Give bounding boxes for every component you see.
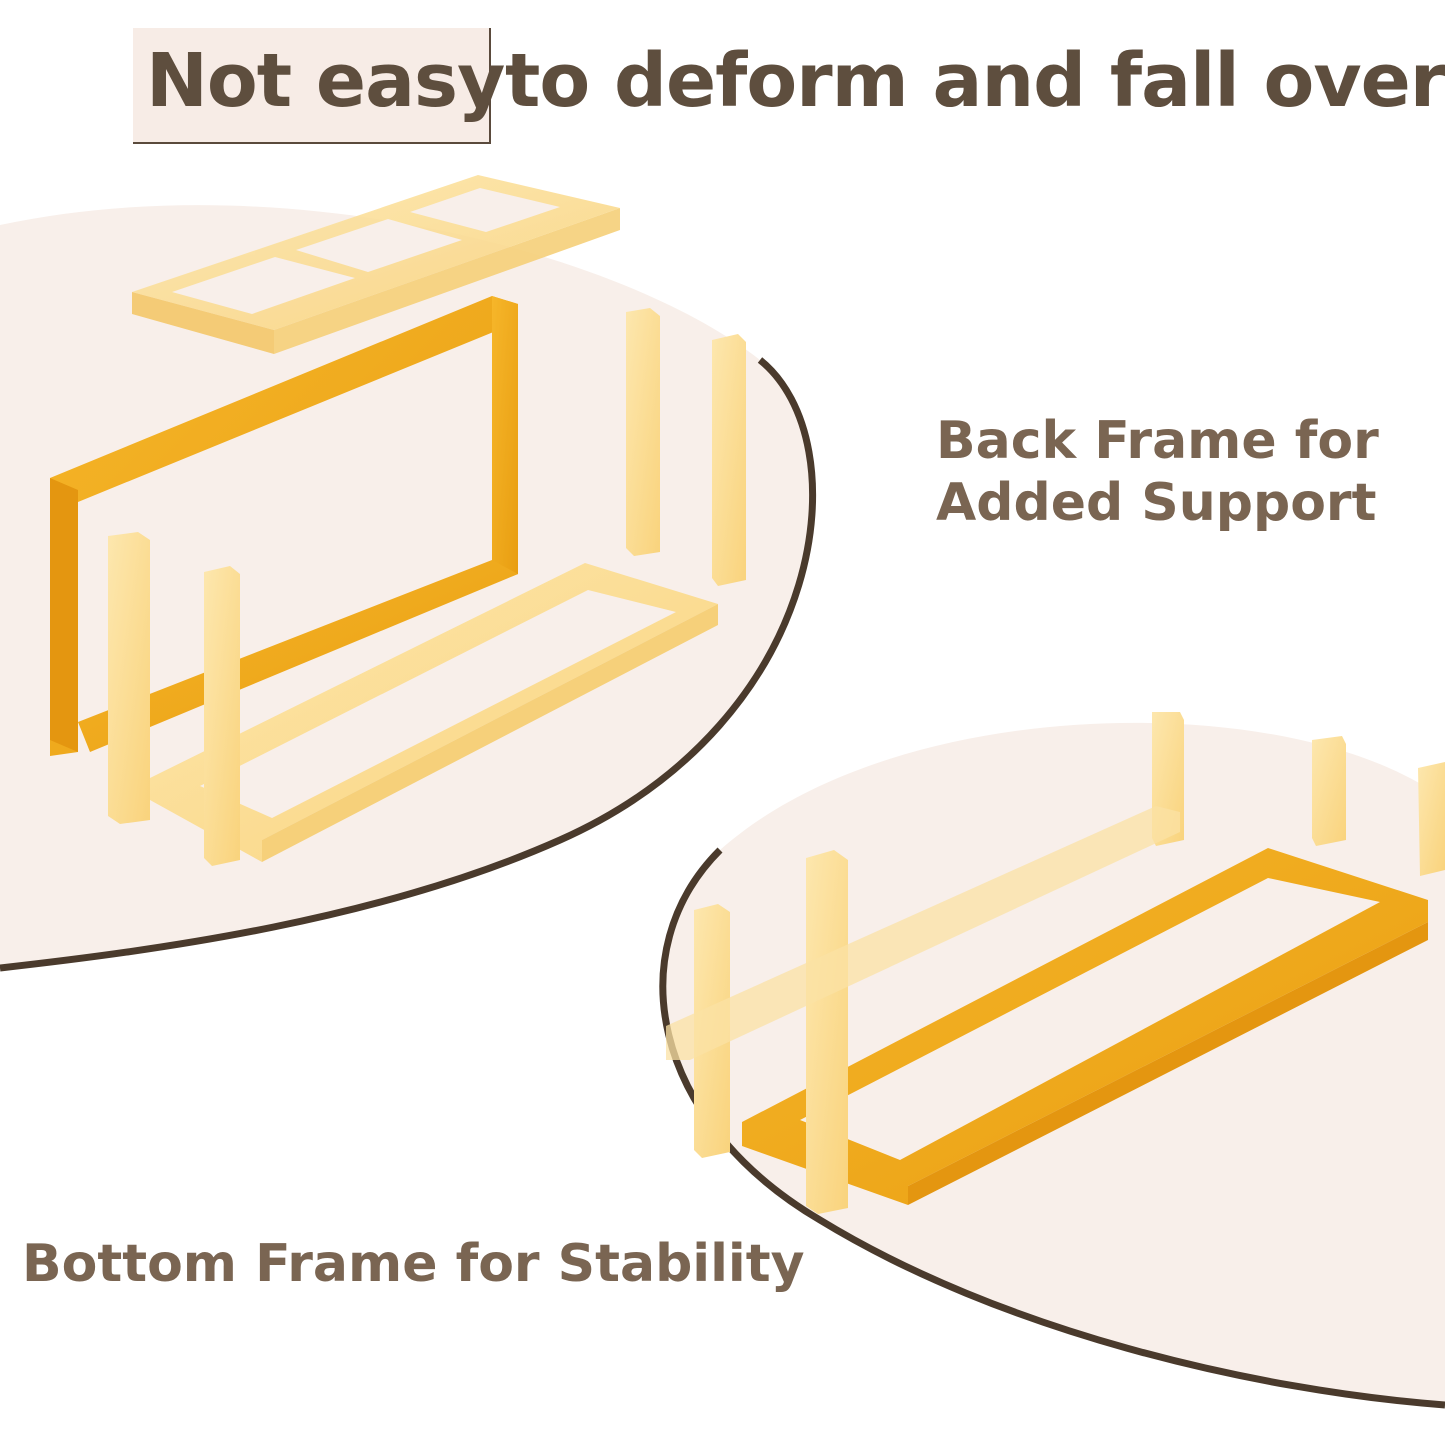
- bottom-frame-opening: [200, 590, 676, 818]
- headline-highlight: Not easy: [146, 38, 505, 124]
- top-panel-outline: [0, 357, 817, 972]
- back-frame-caption-line2: Added Support: [936, 473, 1377, 533]
- bottom-panel-outline: [659, 847, 1445, 1409]
- headline: Not easy to deform and fall over: [0, 22, 1445, 152]
- headline-highlight-box: [133, 28, 491, 144]
- zoom-frame-opening: [800, 878, 1380, 1160]
- bottom-frame-caption: Bottom Frame for Stability: [22, 1234, 805, 1294]
- headline-rest: to deform and fall over: [505, 38, 1445, 124]
- back-frame: [50, 296, 518, 756]
- back-frame-caption-line1: Back Frame for: [936, 411, 1379, 471]
- legs: [108, 308, 746, 866]
- top-shelf-openings: [172, 188, 560, 314]
- zoom-back-rail: [666, 806, 1180, 1060]
- back-frame-caption: Back Frame for Added Support: [936, 410, 1379, 534]
